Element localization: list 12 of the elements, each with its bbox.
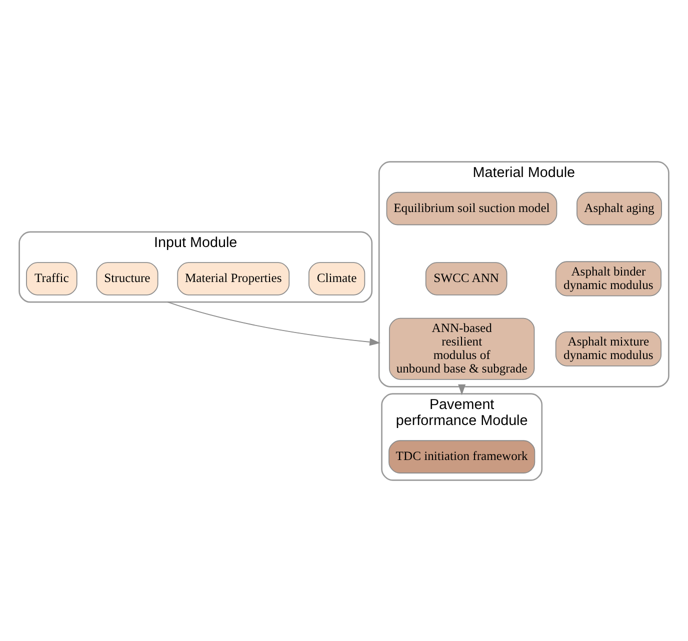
node-box: SWCC ANN [425,262,508,295]
node-box: Structure [96,262,158,295]
node-box: Material Properties [177,262,290,295]
node-box: Asphalt mixture dynamic modulus [555,330,662,366]
node-box: Traffic [26,262,78,295]
node-box: Equilibrium soil suction model [386,191,558,225]
node-box: TDC initiation framework [388,440,536,473]
node-box: Asphalt aging [576,191,662,225]
arrow [167,301,380,346]
node-box: Climate [308,262,366,295]
node-box: ANN-based resilient modulus of unbound base & subgrade [388,317,535,380]
node-box: Asphalt binder dynamic modulus [555,260,662,296]
